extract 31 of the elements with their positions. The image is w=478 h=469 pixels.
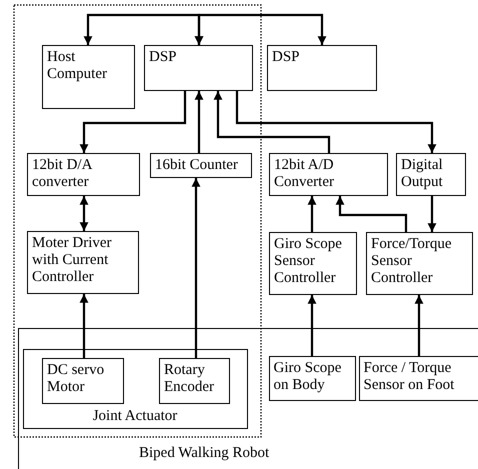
block-box: 12bit D/A converter <box>27 153 140 196</box>
block-box: DSP <box>267 45 377 91</box>
block-box: Force / Torque Sensor on Foot <box>358 356 478 400</box>
block-box: 12bit A/D Converter <box>269 153 388 196</box>
block-box: Rotary Encoder <box>159 358 230 404</box>
group-label: Joint Actuator <box>92 408 178 424</box>
arrow <box>336 196 408 232</box>
arrow <box>414 295 424 356</box>
block-box: Digital Output <box>396 153 466 196</box>
block-box: Force/Torque Sensor Controller <box>366 232 473 295</box>
block-box: DC servo Motor <box>42 358 124 404</box>
block-box: 16bit Counter <box>150 153 252 178</box>
arrow <box>214 91 330 153</box>
block-box: Moter Driver with Current Controller <box>27 231 139 294</box>
actuator-group-box <box>22 348 248 428</box>
arrow <box>194 14 326 45</box>
arrow <box>308 295 316 356</box>
arrow <box>80 91 186 153</box>
arrow <box>236 91 436 153</box>
arrow <box>192 178 200 359</box>
arrow <box>428 196 436 232</box>
arrow <box>308 196 316 232</box>
robot-frame <box>18 328 478 469</box>
arrow <box>194 91 204 153</box>
group-label: Biped Walking Robot <box>139 445 270 462</box>
block-box: Giro Scope Sensor Controller <box>269 232 357 295</box>
arrow <box>80 294 88 359</box>
block-box: Host Computer <box>42 45 135 109</box>
block-box: DSP <box>144 45 253 91</box>
block-box: Giro Scope on Body <box>268 356 356 400</box>
arrow <box>80 196 88 231</box>
